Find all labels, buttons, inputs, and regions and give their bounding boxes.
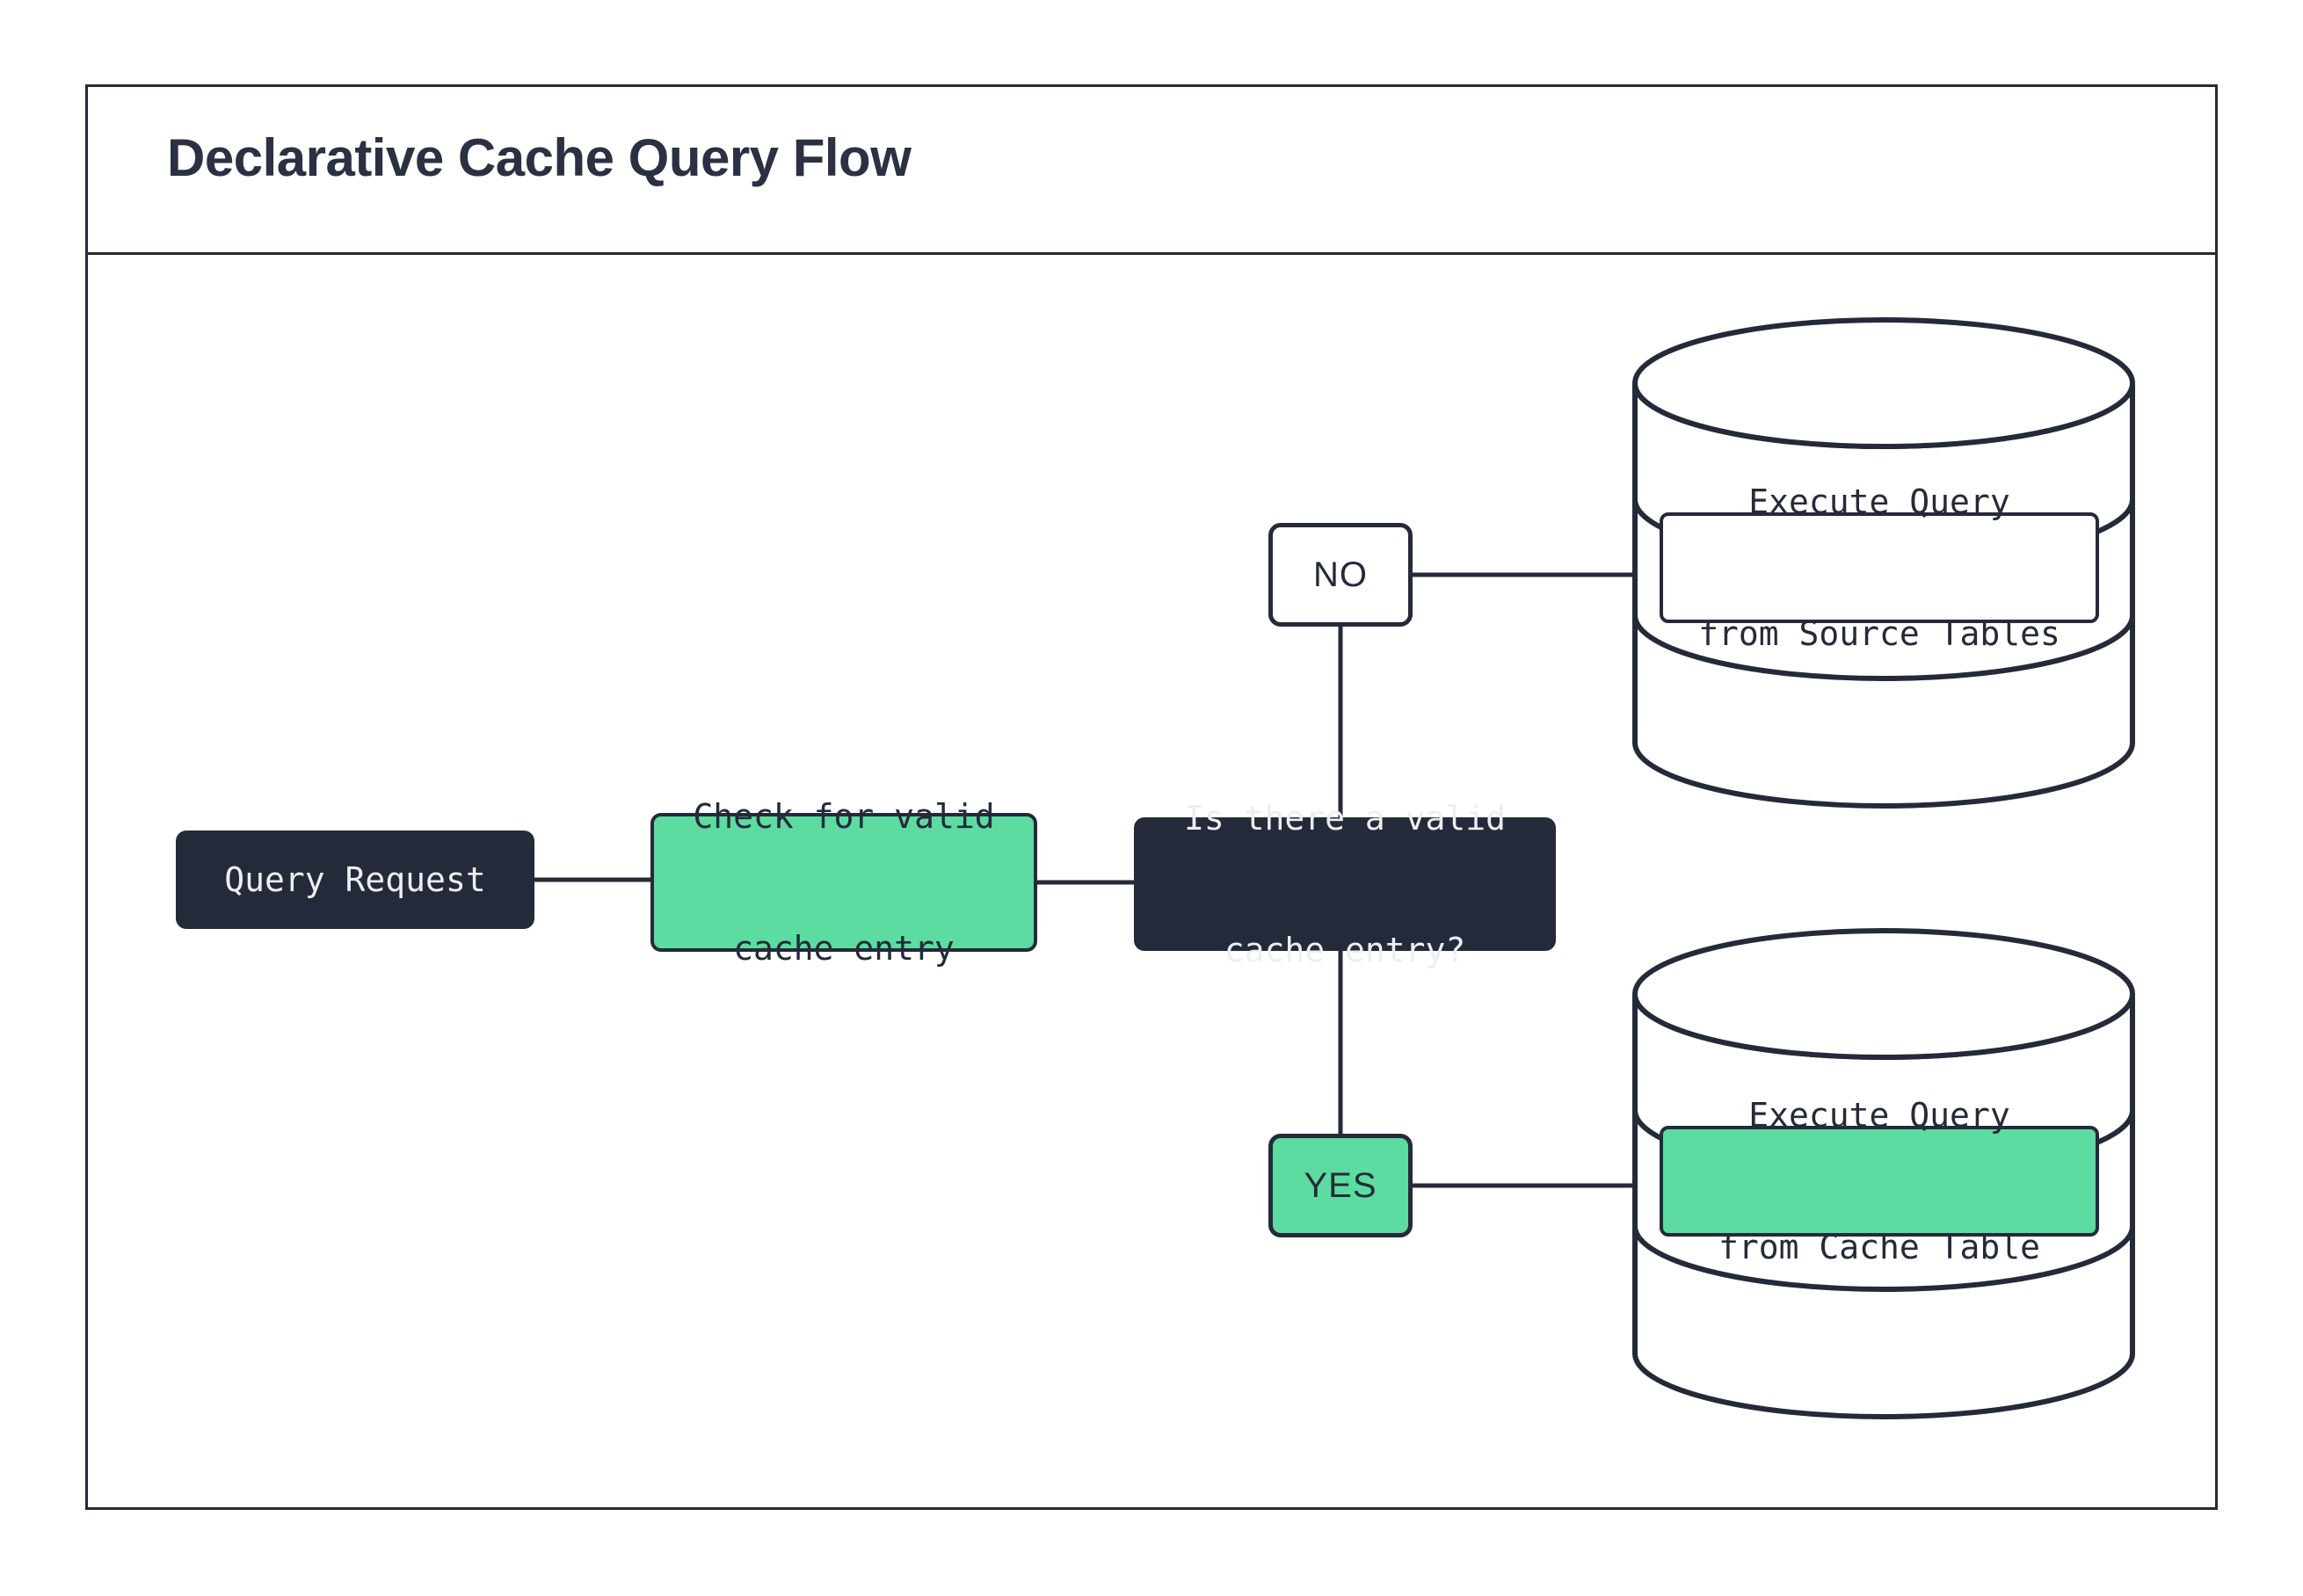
node-execute-query-from-source-tables[interactable]: Execute Query from Source Tables [1660,482,2099,653]
source-cylinder-ring-3 [1632,614,2135,681]
cache-db-line1: Execute Query [1748,1095,2010,1135]
node-decision-line1: Is there a valid [1183,798,1507,838]
cache-table-cylinder [1632,928,2135,1419]
cache-db-line2: from Cache Table [1718,1228,2041,1267]
node-decision-valid-cache-entry[interactable]: Is there a valid cache entry? [1134,799,1556,969]
source-db-line2: from Source Tables [1698,614,2060,654]
node-check-cache-text: Check for valid cache entry [693,706,994,1058]
node-decision-line2: cache entry? [1224,931,1466,970]
page-title: Declarative Cache Query Flow [167,128,912,187]
node-decision-text: Is there a valid cache entry? [1184,707,1506,1060]
node-query-request-label: Query Request [224,860,486,899]
node-check-cache-line2: cache entry [733,929,955,968]
node-query-request[interactable]: Query Request [176,831,534,929]
branch-label-no-text: NO [1313,555,1368,594]
branch-label-yes-text: YES [1304,1165,1377,1205]
source-db-text: Execute Query from Source Tables [1698,391,2060,744]
source-db-line1: Execute Query [1748,482,2010,521]
cache-cylinder-ring-3 [1632,1225,2135,1292]
branch-label-no[interactable]: NO [1268,523,1413,627]
source-cylinder-top-lid [1632,317,2135,449]
diagram-header-bar [85,84,2218,255]
cache-db-text: Execute Query from Cache Table [1718,1005,2040,1357]
cache-cylinder-top-lid [1632,928,2135,1060]
node-check-cache-line1: Check for valid [693,796,995,836]
branch-label-yes[interactable]: YES [1268,1134,1413,1237]
node-check-for-valid-cache-entry[interactable]: Check for valid cache entry [650,797,1037,968]
node-execute-query-from-cache-table[interactable]: Execute Query from Cache Table [1660,1096,2099,1266]
